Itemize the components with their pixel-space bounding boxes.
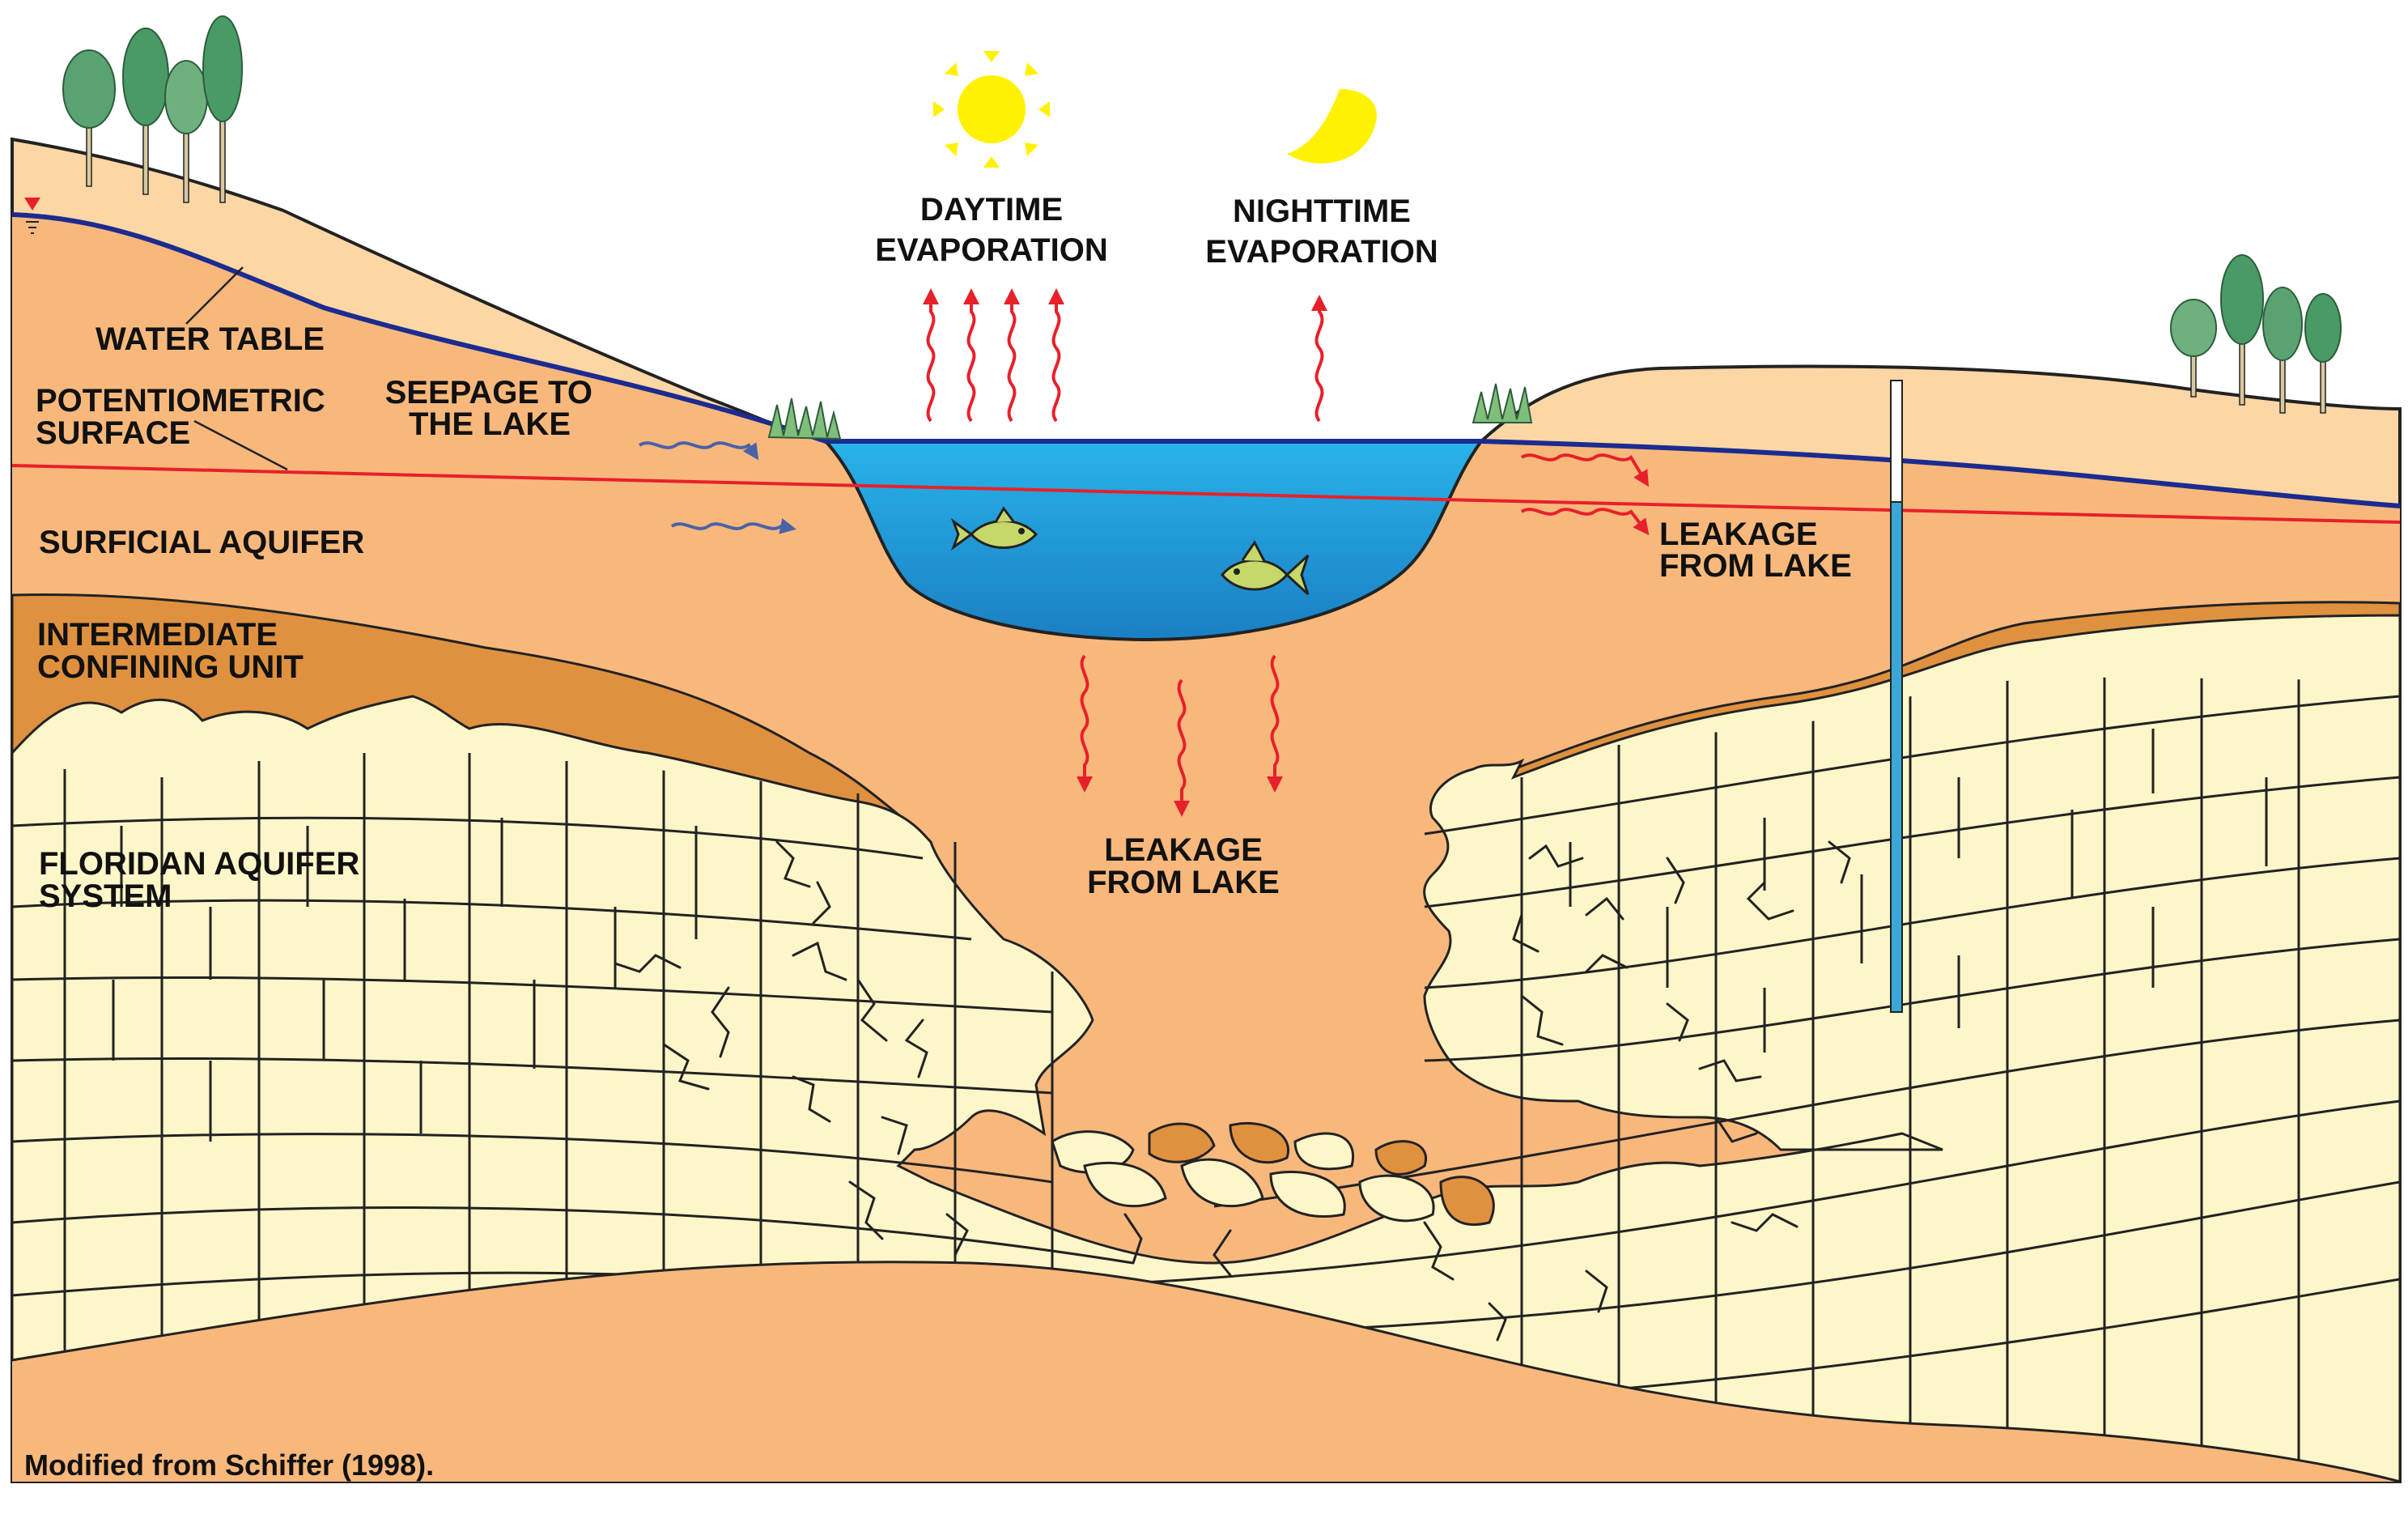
seepage-arrow [670,518,796,534]
labels: WATER TABLE POTENTIOMETRIC SURFACE SEEPA… [36,192,1852,914]
leakage-down-arrows [1077,654,1283,817]
trees-left [62,15,243,203]
leakage-center-label-line1: LEAKAGE [1104,832,1263,868]
evaporation-arrow [923,288,939,423]
floridan-limestone [11,614,2402,1483]
tree-icon [62,49,116,187]
evaporation-arrow [963,288,979,423]
water-table-symbol-icon [24,198,40,234]
potentiometric-label-line1: POTENTIOMETRIC [36,383,325,419]
leakage-arrow [1267,654,1283,793]
nighttime-evaporation-label-line2: EVAPORATION [1205,234,1438,270]
evaporation-arrow [1311,295,1327,423]
water-table-leader [185,266,244,325]
lake-water [822,440,1484,642]
leakage-arrow [1174,678,1190,817]
daytime-evaporation-label-line2: EVAPORATION [875,232,1107,268]
leakage-arrow [1077,654,1093,793]
geologic-layers [11,137,2402,1483]
well-icon [1890,380,1903,1013]
water-table-line [11,212,2401,508]
floridan-label-line2: SYSTEM [39,878,172,914]
tree-icon [2262,287,2303,414]
grass-icon [767,398,842,440]
collapse-breccia [1051,1121,1495,1227]
moon-icon [1287,89,1377,164]
fish-icon [950,506,1038,551]
leakage-right-label-line1: LEAKAGE [1659,517,1818,552]
surficial-aquifer-label: SURFICIAL AQUIFER [39,525,364,560]
seepage-arrows [638,441,796,534]
evaporation-arrow [1004,288,1020,423]
seepage-label-line1: SEEPAGE TO [385,375,592,410]
potentiometric-surface-line [11,464,2401,524]
leakage-arrow [1520,453,1650,487]
leakage-arrow [1520,508,1650,536]
tree-icon [2304,293,2342,414]
fish-icon [1221,540,1310,596]
potentiometric-leader [193,419,288,471]
evaporation-arrow [1048,288,1064,423]
source-credit: Modified from Schiffer (1998). [24,1448,434,1482]
seepage-label-line2: THE LAKE [409,406,571,442]
daytime-evaporation-label-line1: DAYTIME [920,192,1063,228]
leakage-right-arrows [1520,453,1650,536]
nighttime-evaporation-arrows [1311,295,1327,423]
sun-icon [933,51,1050,168]
karst-fractures [614,840,1851,1342]
lake [822,440,1484,642]
nighttime-evaporation-label-line1: NIGHTTIME [1233,194,1411,229]
daytime-evaporation-arrows [923,288,1064,423]
leakage-right-label-line2: FROM LAKE [1659,548,1852,584]
trees-right [2170,254,2342,414]
tree-icon [2220,254,2264,406]
potentiometric-label-line2: SURFACE [36,415,190,451]
water-table-label: WATER TABLE [96,321,325,357]
confining-unit-label-line1: INTERMEDIATE [37,617,278,653]
confining-unit-label-line2: CONFINING UNIT [37,649,304,685]
tree-icon [202,15,243,203]
grass-icon [1472,383,1533,423]
seepage-arrow [638,441,759,461]
limestone-bedding [12,677,2400,1465]
floridan-label-line1: FLORIDAN AQUIFER [39,846,359,882]
leakage-center-label-line2: FROM LAKE [1087,865,1280,900]
tree-icon [2170,299,2217,398]
